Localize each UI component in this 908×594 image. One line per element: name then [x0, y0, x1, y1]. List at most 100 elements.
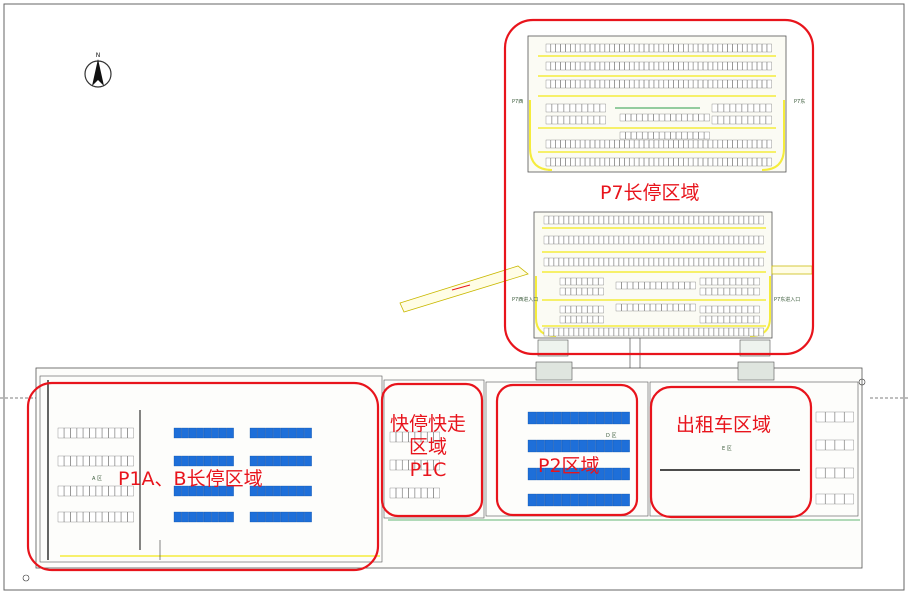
parking-stall [683, 257, 689, 267]
parking-stall [678, 79, 684, 89]
parking-stall [663, 139, 669, 149]
parking-stall [673, 257, 679, 267]
parking-stall [668, 215, 674, 225]
parking-stall [638, 303, 645, 312]
parking-stall [181, 427, 189, 439]
parking-stall [625, 113, 632, 122]
parking-stall [553, 439, 562, 453]
parking-stall [717, 115, 724, 125]
parking-stall [127, 427, 134, 439]
parking-stall [83, 511, 90, 523]
parking-stall [587, 287, 593, 296]
parking-stall [211, 485, 219, 497]
parking-stall [633, 235, 639, 245]
parking-stall [655, 303, 662, 312]
parking-stall [692, 131, 699, 140]
parking-stall [614, 43, 620, 53]
parking-stall [825, 493, 835, 505]
parking-stall [296, 427, 304, 439]
parking-stall [753, 115, 760, 125]
parking-stall [433, 487, 440, 499]
parking-stall [598, 305, 604, 314]
parking-stall [747, 157, 753, 167]
parking-stall [688, 157, 694, 167]
parking-stall [603, 327, 609, 337]
parking-stall [226, 485, 234, 497]
parking-stall [613, 235, 619, 245]
parking-stall [588, 235, 594, 245]
parking-stall [678, 303, 685, 312]
parking-stall [717, 287, 724, 296]
parking-stall [703, 235, 709, 245]
parking-stall [649, 157, 654, 167]
parking-stall [599, 43, 605, 53]
parking-stall [114, 427, 122, 439]
parking-stall [196, 427, 204, 439]
parking-stall [629, 43, 635, 53]
parking-stall [585, 43, 590, 53]
parking-stall [575, 139, 581, 149]
parking-stall [594, 79, 600, 89]
parking-stall [273, 427, 281, 439]
parking-stall [747, 277, 754, 286]
parking-stall [623, 327, 629, 337]
parking-stall [273, 455, 281, 467]
parking-stall [544, 411, 554, 425]
parking-stall [550, 139, 556, 149]
parking-stall [619, 157, 625, 167]
parking-stall [825, 439, 835, 451]
parking-stall [649, 139, 654, 149]
parking-stall [678, 157, 684, 167]
parking-stall [648, 327, 654, 337]
parking-stall [815, 439, 826, 451]
parking-stall [619, 113, 626, 122]
parking-stall [580, 43, 586, 53]
parking-stall [663, 43, 669, 53]
parking-stall [249, 455, 258, 467]
parking-stall [658, 61, 664, 71]
parking-stall [752, 61, 758, 71]
parking-stall [614, 157, 620, 167]
parking-stall [638, 327, 644, 337]
parking-stall [304, 485, 312, 497]
parking-stall [717, 61, 723, 71]
p7-west-label: P7西 [512, 99, 523, 105]
parking-stall [693, 235, 699, 245]
access-ramps [399, 265, 813, 372]
parking-stall [121, 455, 128, 467]
parking-stall [83, 485, 90, 497]
parking-stall [543, 257, 549, 267]
parking-stall [108, 511, 115, 523]
parking-stall [226, 427, 234, 439]
parking-stall [747, 43, 753, 53]
parking-stall [608, 257, 614, 267]
parking-stall [218, 427, 227, 439]
parking-stall [121, 485, 128, 497]
parking-stall [653, 235, 659, 245]
parking-stall [57, 485, 65, 497]
parking-stall [576, 315, 582, 324]
parking-stall [735, 305, 742, 314]
zone-highlights [26, 18, 815, 572]
parking-stall [653, 79, 659, 89]
parking-stall [639, 43, 645, 53]
parking-stall [560, 61, 566, 71]
parking-stall [613, 327, 619, 337]
parking-stall [698, 157, 703, 167]
parking-stall [288, 427, 297, 439]
parking-stall [723, 235, 729, 245]
parking-stall [667, 303, 673, 312]
parking-stall [560, 139, 566, 149]
parking-stall [64, 427, 71, 439]
parking-stall [76, 485, 84, 497]
parking-stall [722, 79, 728, 89]
parking-stall [707, 61, 713, 71]
parking-stall [575, 115, 582, 125]
parking-stall [727, 61, 733, 71]
parking-stall [196, 455, 204, 467]
parking-stall [543, 215, 549, 225]
parking-stall [114, 485, 122, 497]
parking-stall [559, 305, 566, 314]
parking-stall [114, 455, 122, 467]
p7-zone-outline [503, 18, 815, 356]
